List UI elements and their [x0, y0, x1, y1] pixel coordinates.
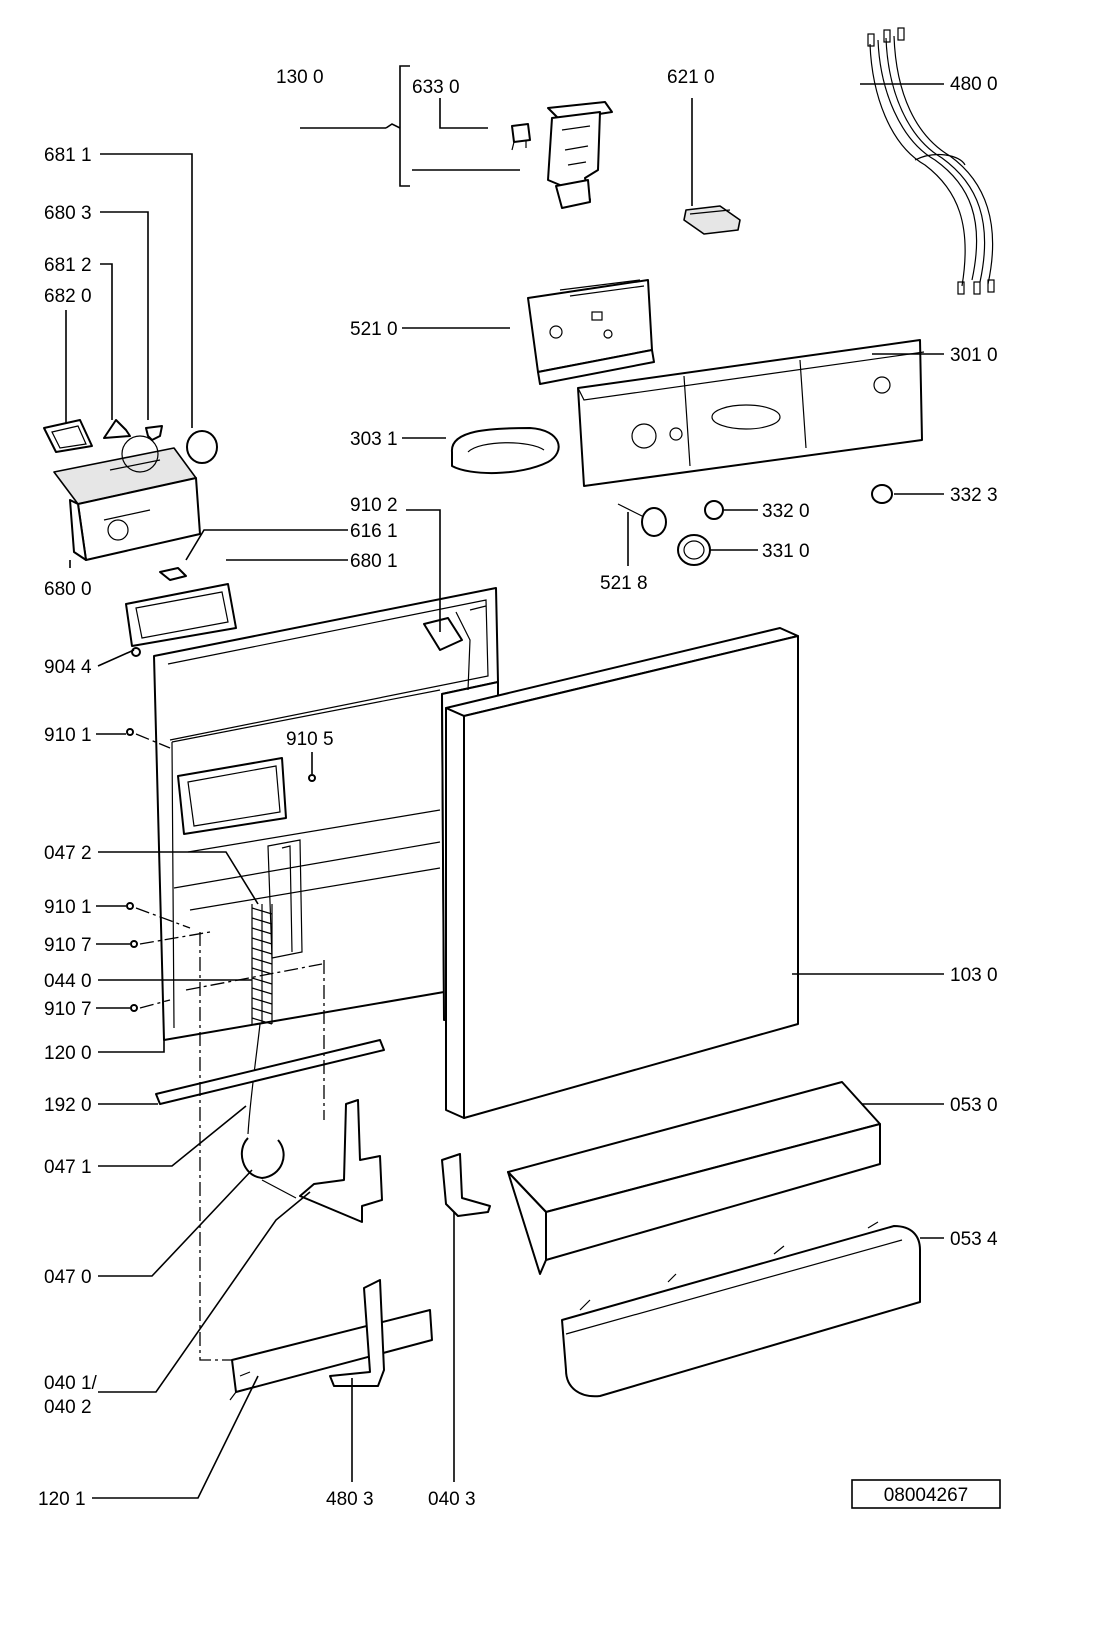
part-push-button	[704, 500, 724, 520]
label-681-2: 681 2	[44, 255, 92, 276]
part-dispenser	[53, 435, 201, 561]
part-latch-assembly	[547, 101, 613, 209]
label-053-0: 053 0	[950, 1095, 998, 1116]
label-910-1-upper: 910 1	[44, 725, 92, 746]
part-spring	[251, 904, 273, 1025]
part-lower-rail	[229, 1309, 433, 1401]
label-680-3: 680 3	[44, 203, 92, 224]
label-040-2: 040 2	[44, 1397, 92, 1418]
label-103-0: 103 0	[950, 965, 998, 986]
part-clip	[159, 567, 187, 581]
part-microswitch	[511, 123, 531, 151]
part-o-ring	[186, 430, 218, 464]
part-small-board	[683, 205, 741, 235]
label-910-7-lower: 910 7	[44, 999, 92, 1020]
label-910-5: 910 5	[286, 729, 334, 750]
label-904-4: 904 4	[44, 657, 92, 678]
part-plinth-cover	[561, 1221, 921, 1398]
label-633-0: 633 0	[412, 77, 460, 98]
part-number-labels: 130 0 633 0 621 0 480 0 681 1 680 3 681 …	[38, 67, 998, 1510]
part-wiring-harness	[867, 27, 995, 295]
reference-number: 08004267	[884, 1485, 969, 1506]
label-480-0: 480 0	[950, 74, 998, 95]
label-053-4: 053 4	[950, 1229, 998, 1250]
part-gasket-small	[43, 419, 93, 453]
part-hook-bracket	[329, 1279, 385, 1387]
part-cap	[145, 425, 163, 441]
label-521-0: 521 0	[350, 319, 398, 340]
label-331-0: 331 0	[762, 541, 810, 562]
label-910-1-lower: 910 1	[44, 897, 92, 918]
part-control-panel	[577, 339, 925, 487]
reference-number-box: 08004267	[851, 1479, 1001, 1509]
part-selector-shaft	[617, 503, 667, 537]
label-044-0: 044 0	[44, 971, 92, 992]
part-wedge	[103, 419, 131, 439]
label-120-1: 120 1	[38, 1489, 86, 1510]
part-electronic-board	[527, 279, 655, 385]
label-301-0: 301 0	[950, 345, 998, 366]
part-bracket	[299, 1099, 383, 1223]
label-680-0: 680 0	[44, 579, 92, 600]
label-303-1: 303 1	[350, 429, 398, 450]
label-130-0: 130 0	[276, 67, 324, 88]
part-indicator	[871, 484, 893, 504]
label-047-2: 047 2	[44, 843, 92, 864]
label-040-3: 040 3	[428, 1489, 476, 1510]
label-680-1: 680 1	[350, 551, 398, 572]
label-480-3: 480 3	[326, 1489, 374, 1510]
label-910-2: 910 2	[350, 495, 398, 516]
label-521-8: 521 8	[600, 573, 648, 594]
part-strip	[155, 1039, 385, 1105]
part-kick-plate	[507, 1081, 881, 1275]
leader-lines	[65, 65, 944, 1499]
part-handle	[450, 427, 560, 475]
label-621-0: 621 0	[667, 67, 715, 88]
label-047-1: 047 1	[44, 1157, 92, 1178]
label-047-0: 047 0	[44, 1267, 92, 1288]
label-120-0: 120 0	[44, 1043, 92, 1064]
label-332-0: 332 0	[762, 501, 810, 522]
part-knob	[677, 534, 711, 566]
label-192-0: 192 0	[44, 1095, 92, 1116]
label-040-1: 040 1/	[44, 1373, 98, 1394]
label-910-7-upper: 910 7	[44, 935, 92, 956]
label-682-0: 682 0	[44, 286, 92, 307]
part-angle-bracket	[441, 1153, 491, 1217]
label-332-3: 332 3	[950, 485, 998, 506]
label-681-1: 681 1	[44, 145, 92, 166]
part-outer-door	[445, 627, 799, 1119]
part-seal-frame	[125, 583, 237, 647]
construction-lines	[185, 932, 325, 1361]
label-616-1: 616 1	[350, 521, 398, 542]
